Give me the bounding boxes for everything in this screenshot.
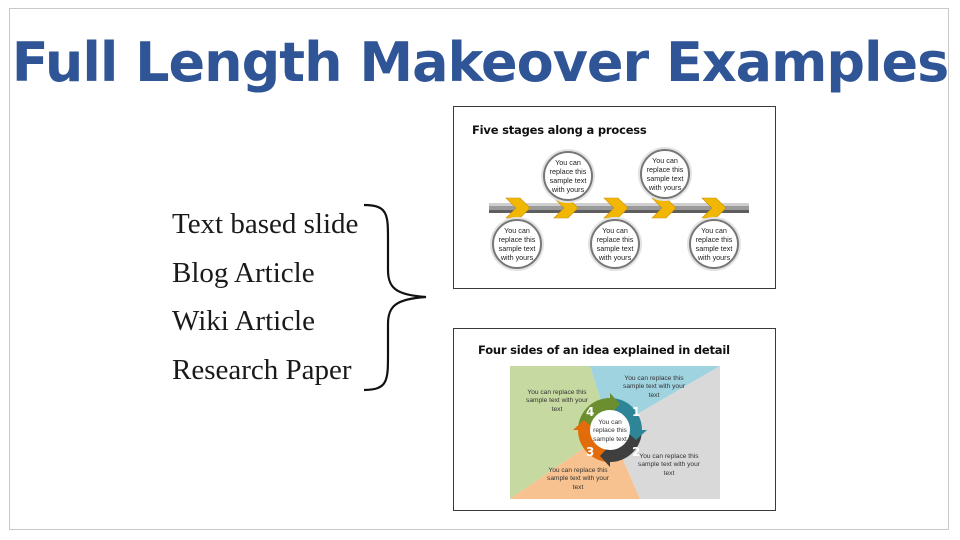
side-number: 1	[632, 405, 641, 419]
side-number: 4	[586, 405, 595, 419]
panel-title: Five stages along a process	[472, 123, 647, 137]
four-sides-diagram	[510, 366, 720, 499]
side-text: You can replace this sample text with yo…	[638, 453, 700, 477]
side-text: You can replace this sample text with yo…	[547, 467, 609, 491]
slide-frame	[9, 8, 949, 530]
side-text: You can replace this sample text with yo…	[623, 375, 685, 399]
curly-brace-icon	[363, 203, 427, 392]
list-item: Wiki Article	[172, 305, 315, 337]
list-item: Research Paper	[172, 353, 352, 386]
process-timeline	[489, 197, 749, 219]
stage-circle: You can replace this sample text with yo…	[640, 149, 690, 199]
list-item: Text based slide	[172, 208, 359, 240]
slide-title: Full Length Makeover Examples	[11, 31, 950, 94]
side-number: 2	[632, 445, 641, 459]
stage-circle: You can replace this sample text with yo…	[492, 219, 542, 269]
stage-circle: You can replace this sample text with yo…	[689, 219, 739, 269]
content-type-list: Text based slide Blog Article Wiki Artic…	[172, 200, 358, 394]
panel-title: Four sides of an idea explained in detai…	[478, 343, 730, 357]
four-sides-panel: Four sides of an idea explained in detai…	[453, 328, 776, 511]
stage-circle: You can replace this sample text with yo…	[590, 219, 640, 269]
side-number: 3	[586, 445, 595, 459]
list-item: Blog Article	[172, 256, 315, 289]
center-text: You can replace this sample text	[593, 419, 627, 443]
five-stages-panel: Five stages along a process You can repl…	[453, 106, 776, 289]
side-text: You can replace this sample text with yo…	[526, 389, 588, 413]
stage-circle: You can replace this sample text with yo…	[543, 151, 593, 201]
